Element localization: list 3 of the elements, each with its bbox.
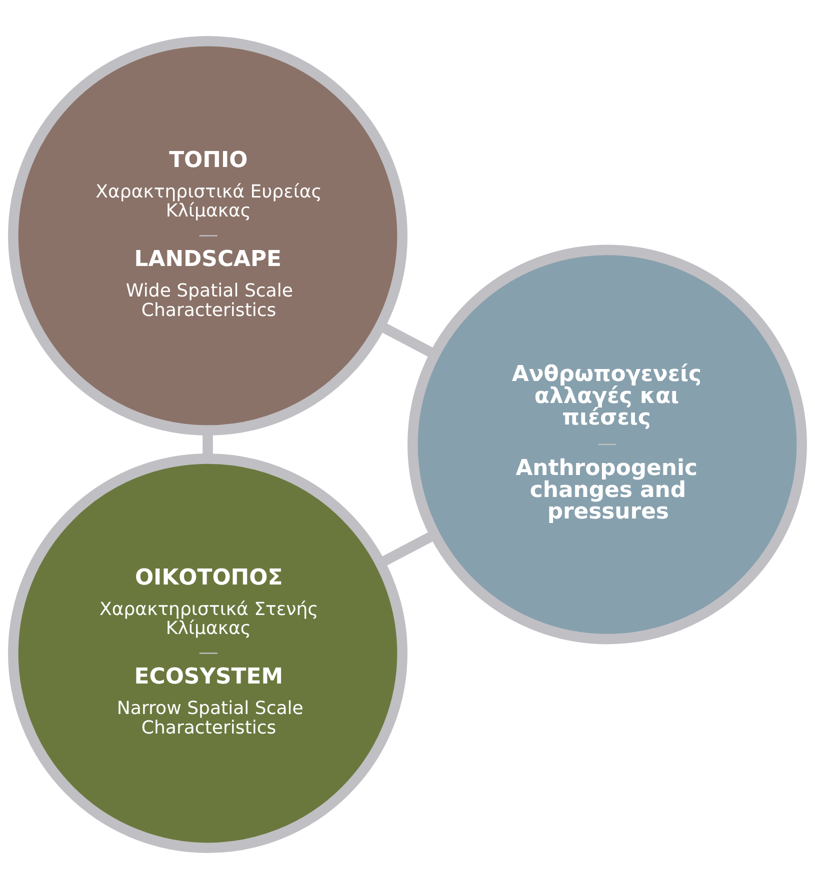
node-circle: Ανθρωπογενείς αλλαγές και πιέσεις Anthropogenic changes and pressures xyxy=(408,244,807,644)
node-circle: ΟΙΚΟΤΟΠΟΣ Χαρακτηριστικά Στενής Κλίμακας ECOSYSTEM Narrow Spatial Scale Characteristics xyxy=(8,454,408,853)
node-circle: ΤΟΠΙΟ Χαρακτηριστικά Ευρείας Κλίμακας LANDSCAPE Wide Spatial Scale Characteristics xyxy=(8,36,408,436)
